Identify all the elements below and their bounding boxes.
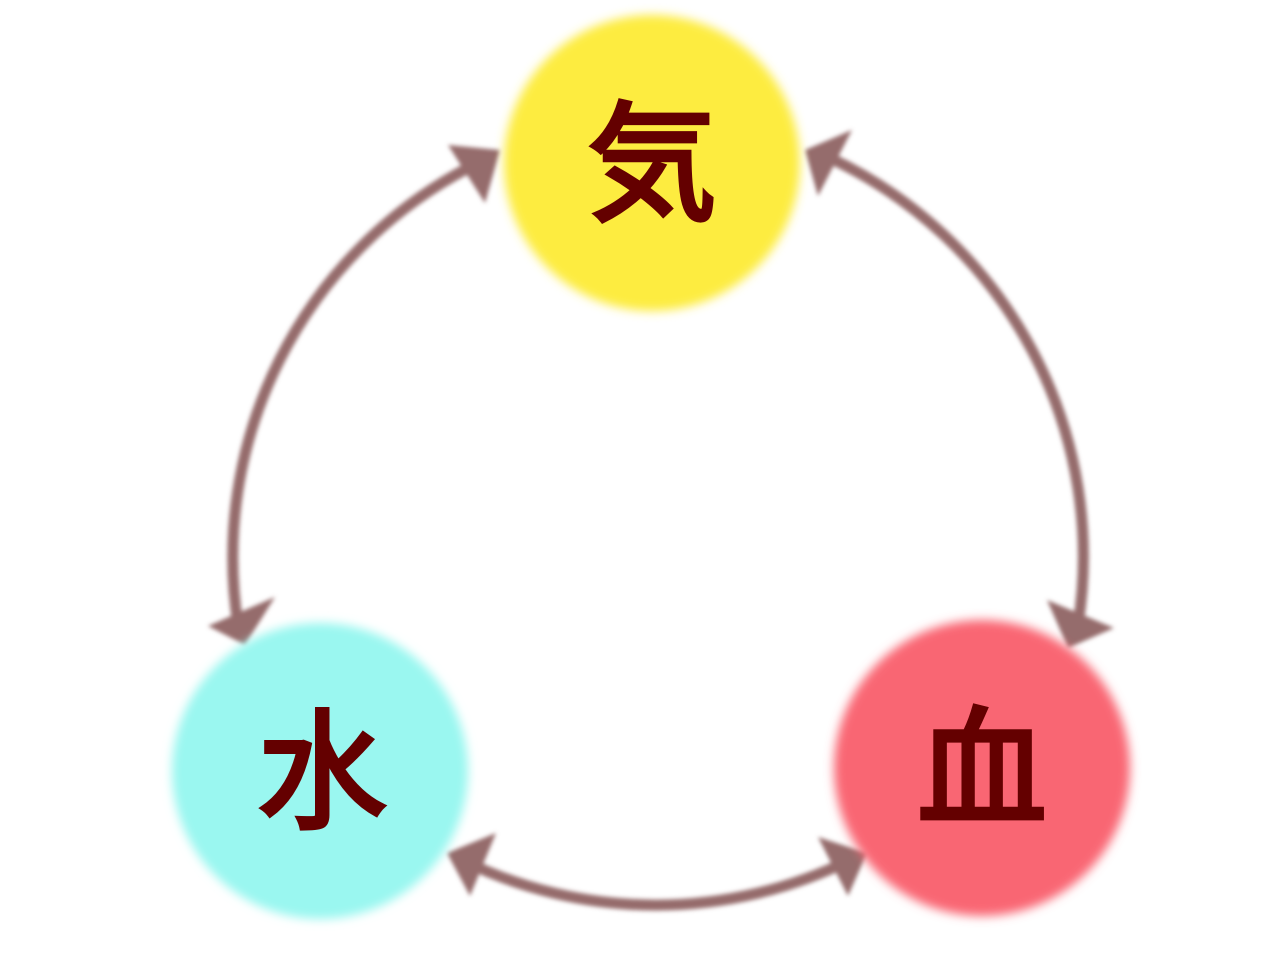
- node-sui-label: 水: [257, 697, 388, 849]
- arc-ki-sui: [227, 162, 474, 631]
- arrowhead-into-sui-top: [208, 597, 275, 645]
- arc-sui-ketsu: [456, 854, 856, 911]
- node-sui: 水: [172, 623, 468, 919]
- arrowhead-into-ketsu-top: [1047, 600, 1114, 648]
- cycle-arrows: [208, 130, 1114, 911]
- node-ketsu: 血: [834, 620, 1130, 916]
- node-ketsu-label: 血: [917, 694, 1047, 846]
- node-sui-circle: [172, 623, 468, 919]
- arc-ki-ketsu: [824, 152, 1089, 631]
- node-ki: 気: [504, 15, 800, 311]
- arrowhead-into-sui-bottom: [447, 833, 496, 896]
- arrowhead-into-ki-left: [448, 145, 500, 203]
- node-ki-label: 気: [587, 89, 717, 241]
- node-ketsu-circle: [834, 620, 1130, 916]
- arrowhead-into-ketsu-bottom: [818, 837, 867, 896]
- arrowhead-into-ki-right: [805, 130, 852, 196]
- node-ki-circle: [504, 15, 800, 311]
